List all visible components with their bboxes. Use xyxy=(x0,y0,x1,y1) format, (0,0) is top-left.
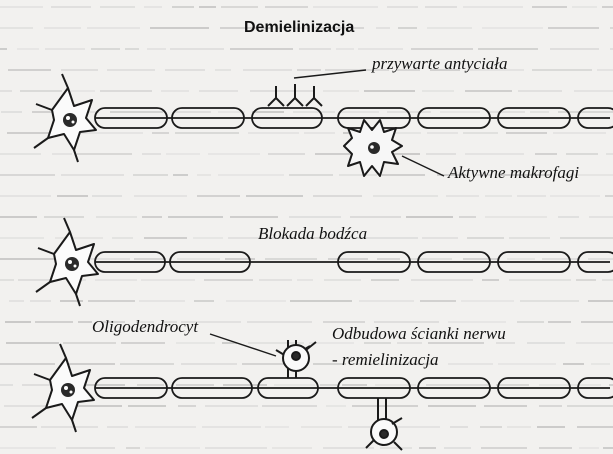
oligodendrocyte-icon xyxy=(276,340,316,378)
oligodendrocyte-icon-lower xyxy=(366,398,402,450)
neuron-row-demyelination xyxy=(34,70,613,176)
diagram-title: Demielinizacja xyxy=(244,20,354,36)
label-oligodendrocyte: Oligodendrocyt xyxy=(92,318,198,335)
neuron-cell-body-2 xyxy=(36,218,98,306)
antibody-icon xyxy=(268,84,322,106)
label-remyelination-line2: - remielinizacja xyxy=(332,351,439,368)
neuron-cell-body-1 xyxy=(34,74,96,162)
label-macrophages: Aktywne makrofagi xyxy=(448,164,579,181)
label-conduction-block: Blokada bodźca xyxy=(258,225,367,242)
label-antibodies: przywarte antyciała xyxy=(372,55,508,72)
neuron-row-remyelination xyxy=(32,334,613,450)
label-remyelination-line1: Odbudowa ścianki nerwu xyxy=(332,325,506,342)
neuron-cell-body-3 xyxy=(32,344,94,432)
